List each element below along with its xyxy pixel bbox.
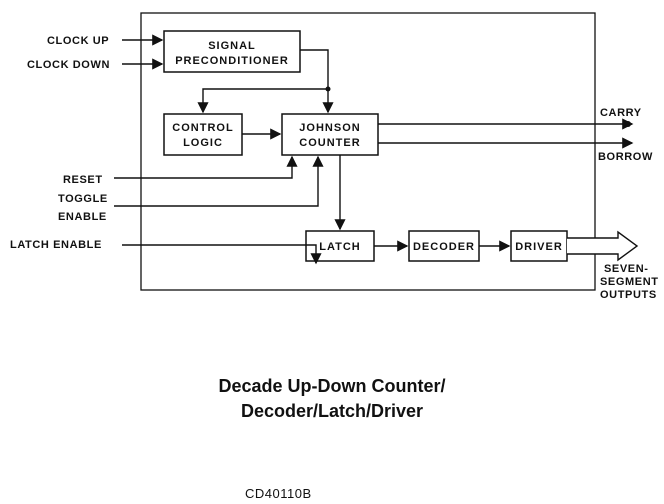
chip-outline [140,12,596,291]
latch-block [305,230,375,262]
latch-label: LATCH [319,241,360,253]
clock-up-label: CLOCK UP [47,35,109,47]
latch-enable-line [122,244,322,265]
decoder-label: DECODER [413,241,475,253]
signal-preconditioner-block [163,30,301,73]
seven-segment-label-2: SEGMENT [600,276,659,288]
reset-label: RESET [63,174,103,186]
seven-segment-bus-arrow [567,230,639,262]
part-number: CD40110B [245,486,312,501]
johnson-counter-label-1: JOHNSON [299,122,360,134]
control-logic-label-2: LOGIC [183,137,223,149]
carry-terminal-dot [625,121,631,127]
preconditioner-to-counter-line [300,49,334,114]
signal-preconditioner-label-2: PRECONDITIONER [175,55,289,67]
enable-label: ENABLE [58,211,107,223]
johnson-counter-block [281,113,379,156]
seven-segment-label-3: OUTPUTS [600,289,657,301]
toggle-enable-line [114,155,324,207]
seven-segment-label-1: SEVEN- [604,263,649,275]
junction-dot [325,86,331,92]
signal-preconditioner-label-1: SIGNAL [208,40,256,52]
clock-down-label: CLOCK DOWN [27,59,110,71]
branch-to-control-logic-line [197,88,328,114]
borrow-label: BORROW [598,151,653,163]
reset-line [114,155,298,179]
decoder-block [408,230,480,262]
johnson-counter-label-2: COUNTER [299,137,360,149]
diagram-title-line-2: Decoder/Latch/Driver [240,401,424,421]
control-logic-label-1: CONTROL [172,122,233,134]
carry-label: CARRY [600,107,642,119]
diagram-title-line-1: Decade Up-Down Counter/ [218,376,446,396]
driver-block [510,230,568,262]
clock-down-dot [154,62,158,66]
driver-label: DRIVER [515,241,563,253]
control-logic-block [163,113,243,156]
latch-enable-label: LATCH ENABLE [10,239,102,251]
toggle-label: TOGGLE [58,193,108,205]
